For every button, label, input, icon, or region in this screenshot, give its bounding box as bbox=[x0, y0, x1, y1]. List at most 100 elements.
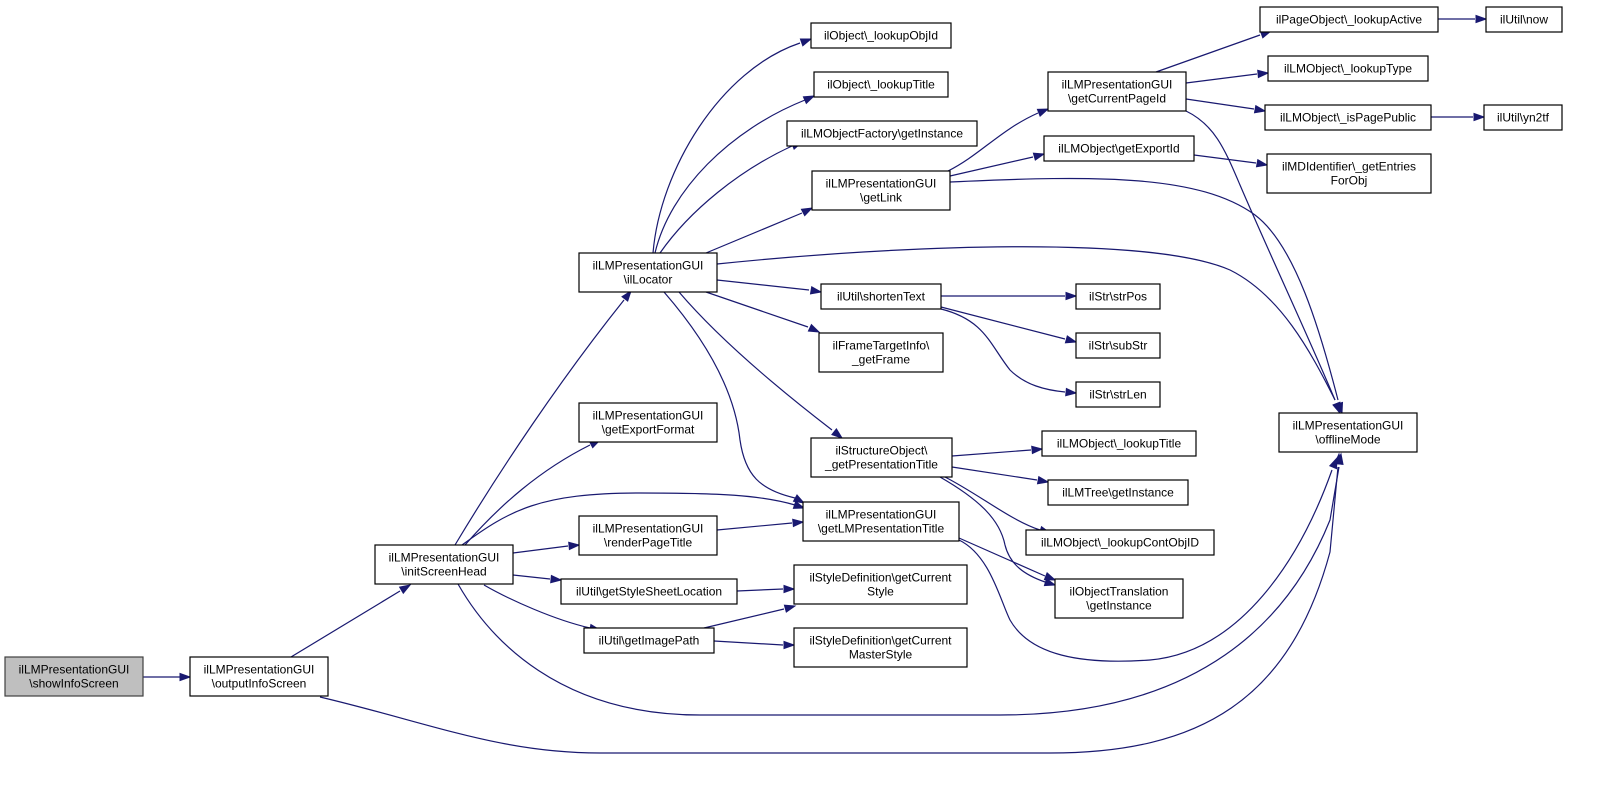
node-objTranslationGetInstance[interactable]: ilObjectTranslation\getInstance bbox=[1054, 578, 1184, 619]
arrowhead bbox=[1253, 104, 1267, 114]
edge-getPresentationTitle-to-objTranslationGetInstance bbox=[939, 476, 1057, 587]
node-box bbox=[793, 627, 968, 668]
node-label-line: ilLMPresentationGUI bbox=[204, 663, 315, 677]
arrowhead bbox=[799, 38, 813, 47]
node-utilNow[interactable]: ilUtil\now bbox=[1485, 6, 1563, 33]
node-getExportFormat[interactable]: ilLMPresentationGUI\getExportFormat bbox=[578, 402, 718, 443]
arrowhead bbox=[1335, 452, 1344, 466]
node-label-line: ilUtil\shortenText bbox=[837, 290, 926, 304]
node-box bbox=[810, 22, 952, 49]
edge-ilLocator-to-shortenText bbox=[716, 279, 823, 295]
edge-line bbox=[1155, 34, 1261, 73]
arrowhead bbox=[1475, 14, 1488, 24]
node-label-line: ilStr\strLen bbox=[1089, 388, 1146, 402]
edge-line bbox=[457, 466, 1340, 716]
node-lmLookupTitle[interactable]: ilLMObject\_lookupTitle bbox=[1041, 430, 1197, 457]
edge-initScreenHead-to-getLMPresentationTitle bbox=[461, 492, 806, 546]
node-box bbox=[578, 402, 718, 443]
edge-line bbox=[678, 291, 833, 431]
arrowhead bbox=[1036, 475, 1050, 485]
node-label-line: ilUtil\getStyleSheetLocation bbox=[576, 585, 722, 599]
edge-getExportId-to-getEntriesForObj bbox=[1193, 154, 1269, 168]
node-strLen[interactable]: ilStr\strLen bbox=[1075, 381, 1161, 408]
node-label-line: \getInstance bbox=[1086, 599, 1152, 613]
node-label-line: \getCurrentPageId bbox=[1068, 92, 1166, 106]
edge-ilLocator-to-getLink bbox=[705, 207, 814, 254]
arrowhead bbox=[1255, 158, 1269, 168]
node-label-line: ilStr\strPos bbox=[1089, 290, 1147, 304]
node-subStr[interactable]: ilStr\subStr bbox=[1075, 332, 1161, 359]
node-getLink[interactable]: ilLMPresentationGUI\getLink bbox=[811, 170, 951, 211]
node-box bbox=[802, 501, 960, 542]
node-lookupType[interactable]: ilLMObject\_lookupType bbox=[1267, 55, 1429, 82]
node-label-line: ilLMPresentationGUI bbox=[1293, 419, 1404, 433]
node-getFrame[interactable]: ilFrameTargetInfo\_getFrame bbox=[818, 332, 944, 373]
node-label-line: ilUtil\getImagePath bbox=[599, 634, 700, 648]
node-getPresentationTitle[interactable]: ilStructureObject\_getPresentationTitle bbox=[810, 437, 953, 478]
node-initScreenHead[interactable]: ilLMPresentationGUI\initScreenHead bbox=[374, 544, 514, 585]
edge-line bbox=[713, 640, 784, 646]
node-box bbox=[1266, 153, 1432, 194]
edge-line bbox=[951, 466, 1038, 481]
node-label-line: \getLink bbox=[860, 191, 903, 205]
edge-line bbox=[947, 112, 1039, 172]
arrowhead bbox=[568, 541, 581, 551]
node-label-line: ilLMPresentationGUI bbox=[593, 522, 704, 536]
arrowhead bbox=[1043, 572, 1057, 581]
node-box bbox=[820, 283, 942, 310]
arrowhead bbox=[783, 584, 796, 594]
node-renderPageTitle[interactable]: ilLMPresentationGUI\renderPageTitle bbox=[578, 515, 718, 556]
edge-line bbox=[1193, 154, 1257, 164]
arrowhead bbox=[1257, 69, 1270, 79]
edge-line bbox=[663, 291, 796, 499]
node-box bbox=[1075, 283, 1161, 310]
arrowhead bbox=[809, 286, 823, 295]
arrowhead bbox=[1473, 112, 1486, 122]
node-getImagePath[interactable]: ilUtil\getImagePath bbox=[583, 627, 715, 654]
node-box bbox=[189, 656, 329, 697]
node-ilLocator[interactable]: ilLMPresentationGUI\ilLocator bbox=[578, 252, 718, 293]
edge-line bbox=[461, 492, 796, 546]
node-box bbox=[4, 656, 144, 697]
arrowhead bbox=[1036, 108, 1050, 117]
node-getExportId[interactable]: ilLMObject\getExportId bbox=[1043, 135, 1195, 162]
node-label-line: \getLMPresentationTitle bbox=[818, 522, 945, 536]
edge-line bbox=[939, 476, 1046, 583]
node-lookupObjId[interactable]: ilObject\_lookupObjId bbox=[810, 22, 952, 49]
node-isPagePublic[interactable]: ilLMObject\_isPagePublic bbox=[1264, 104, 1432, 131]
node-label-line: \getExportFormat bbox=[602, 423, 695, 437]
node-getLMPresentationTitle[interactable]: ilLMPresentationGUI\getLMPresentationTit… bbox=[802, 501, 960, 542]
edge-ilLocator-to-getFrame bbox=[705, 291, 821, 333]
node-box bbox=[1075, 332, 1161, 359]
node-outputInfoScreen[interactable]: ilLMPresentationGUI\outputInfoScreen bbox=[189, 656, 329, 697]
node-lookupTitle1[interactable]: ilObject\_lookupTitle bbox=[813, 71, 949, 98]
node-label-line: ilObjectTranslation bbox=[1070, 585, 1169, 599]
edge-isPagePublic-to-yn2tf bbox=[1431, 112, 1486, 122]
node-lookupContObjID[interactable]: ilLMObject\_lookupContObjID bbox=[1025, 529, 1215, 556]
node-strPos[interactable]: ilStr\strPos bbox=[1075, 283, 1161, 310]
edge-shortenText-to-subStr bbox=[940, 306, 1078, 344]
node-label-line: \outputInfoScreen bbox=[212, 677, 307, 691]
node-offlineMode[interactable]: ilLMPresentationGUI\offlineMode bbox=[1278, 412, 1418, 453]
node-yn2tf[interactable]: ilUtil\yn2tf bbox=[1483, 104, 1563, 131]
edge-line bbox=[1185, 73, 1258, 84]
node-shortenText[interactable]: ilUtil\shortenText bbox=[820, 283, 942, 310]
node-getCurrentPageId[interactable]: ilLMPresentationGUI\getCurrentPageId bbox=[1047, 71, 1187, 112]
node-label-line: ilLMPresentationGUI bbox=[593, 259, 704, 273]
edge-getLMPresentationTitle-to-objTranslationGetInstance bbox=[958, 537, 1057, 581]
node-lmFactoryGetInstance[interactable]: ilLMObjectFactory\getInstance bbox=[786, 120, 978, 147]
node-showInfoScreen[interactable]: ilLMPresentationGUI\showInfoScreen bbox=[4, 656, 144, 697]
edge-getPresentationTitle-to-lmLookupTitle bbox=[951, 445, 1044, 457]
edge-line bbox=[944, 476, 1041, 531]
edge-line bbox=[659, 145, 793, 254]
node-getStyleSheetLocation[interactable]: ilUtil\getStyleSheetLocation bbox=[560, 578, 738, 605]
node-box bbox=[818, 332, 944, 373]
edge-line bbox=[464, 444, 591, 546]
node-box bbox=[1041, 430, 1197, 457]
node-lmTreeGetInstance[interactable]: ilLMTree\getInstance bbox=[1047, 479, 1189, 506]
arrowhead bbox=[831, 428, 844, 439]
node-pageLookupActive[interactable]: ilPageObject\_lookupActive bbox=[1259, 6, 1439, 33]
